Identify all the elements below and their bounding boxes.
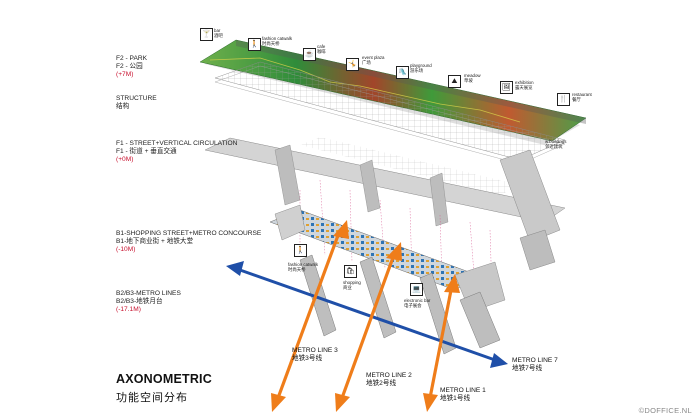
b1-tag-shopping: shopping 商业 [343, 280, 361, 290]
park-layer [199, 39, 587, 145]
metro-line-7-label: METRO LINE 7 地铁7号线 [512, 357, 558, 373]
level-name: F1 - STREET+VERTICAL CIRCULATION [116, 140, 238, 147]
level-label-b2: B2/B3-METRO LINES B2/B3-地铁月台 (-17.1M) [116, 290, 181, 314]
level-elevation: (+0M) [116, 156, 134, 163]
exhibition-icon: 🖼 [500, 81, 513, 94]
park-tag-meadow: meadow 草坡 [464, 73, 481, 83]
level-elevation: (-10M) [116, 246, 136, 253]
park-tag-catwalk: fashion catwalk 时尚天桥 [262, 36, 292, 46]
metro-en: METRO LINE 1 [440, 387, 486, 394]
level-name: B2/B3-METRO LINES [116, 290, 181, 297]
coffee-icon: ☕ [303, 48, 316, 61]
tag-cn: 餐厅 [572, 97, 581, 102]
restaurant-icon: 🍴 [557, 93, 570, 106]
metro-cn: 地铁3号线 [292, 355, 323, 362]
level-label-structure: STRUCTURE 结构 [116, 95, 157, 111]
event-plaza-icon: 🤸 [346, 58, 359, 71]
tag-en: electronic bar [404, 298, 431, 303]
diagram-title-cn: 功能空间分布 [116, 392, 188, 404]
park-tag-restaurant: restaurant 餐厅 [572, 92, 592, 102]
metro-line-7-arrow [226, 261, 508, 368]
metro-en: METRO LINE 2 [366, 372, 412, 379]
tag-en: cafe [317, 44, 326, 49]
level-label-f2: F2 - PARK F2 - 公园 (+7M) [116, 55, 147, 79]
metro-en: METRO LINE 3 [292, 347, 338, 354]
tag-en: w.buildings [545, 139, 567, 144]
tag-cn: 邻近建筑 [545, 144, 563, 149]
tag-cn: 露天展览 [515, 85, 533, 90]
metro-line-3-label: METRO LINE 3 地铁3号线 [292, 347, 338, 363]
level-label-f1: F1 - STREET+VERTICAL CIRCULATION F1 - 街道… [116, 140, 237, 164]
level-elevation: (-17.1M) [116, 306, 141, 313]
level-label-b1: B1-SHOPPING STREET+METRO CONCOURSE B1-地下… [116, 230, 261, 254]
park-tag-exhibition: exhibition 露天展览 [515, 80, 534, 90]
tag-cn: 时尚天桥 [262, 41, 280, 46]
tag-en: shopping [343, 280, 361, 285]
metro-line-arrows [271, 220, 460, 412]
f1-tag-buildings: w.buildings 邻近建筑 [545, 139, 566, 149]
tag-cn: 商业 [343, 285, 352, 290]
electronics-icon: 💻 [410, 283, 423, 296]
metro-line-2-label: METRO LINE 2 地铁2号线 [366, 372, 412, 388]
catwalk-icon: 🚶 [294, 244, 307, 257]
meadow-icon: ⛰ [448, 75, 461, 88]
tag-cn: 酒吧 [214, 33, 223, 38]
park-tag-cafe: cafe 咖啡 [317, 44, 326, 54]
level-name: B1-SHOPPING STREET+METRO CONCOURSE [116, 230, 262, 237]
tag-cn: 时尚天桥 [288, 267, 306, 272]
level-name-cn: B2/B3-地铁月台 [116, 298, 163, 305]
level-name-cn: 结构 [116, 103, 130, 110]
tag-cn: 咖啡 [317, 49, 326, 54]
park-tag-event-plaza: event plaza 广场 [362, 55, 384, 65]
cocktail-icon: 🍸 [200, 28, 213, 41]
b1-tag-catwalk: fashion catwalk 时尚天桥 [288, 262, 318, 272]
metro-line-1-label: METRO LINE 1 地铁1号线 [440, 387, 486, 403]
level-elevation: (+7M) [116, 71, 134, 78]
tag-en: exhibition [515, 80, 534, 85]
tag-en: restaurant [572, 92, 592, 97]
tag-cn: 广场 [362, 60, 371, 65]
metro-cn: 地铁1号线 [440, 395, 471, 402]
tag-en: playground [410, 63, 432, 68]
tag-cn: 草坡 [464, 78, 473, 83]
concourse-layer [269, 204, 506, 313]
diagram-title: AXONOMETRIC [116, 372, 212, 386]
playground-icon: 🛝 [396, 66, 409, 79]
park-tag-bar: bar 酒吧 [214, 28, 223, 38]
level-name-cn: F1 - 街道 + 垂直交通 [116, 148, 177, 155]
street-layer [204, 137, 566, 271]
park-tag-playground: playground 游乐场 [410, 63, 432, 73]
metro-en: METRO LINE 7 [512, 357, 558, 364]
b1-tag-electronics: electronic bar 电子展会 [404, 298, 430, 308]
catwalk-icon: 🚶 [248, 38, 261, 51]
level-name-cn: F2 - 公园 [116, 63, 143, 70]
tag-en: meadow [464, 73, 481, 78]
metro-cn: 地铁2号线 [366, 380, 397, 387]
tag-en: fashion catwalk [288, 262, 319, 267]
level-name-cn: B1-地下商业街 + 地铁大堂 [116, 238, 194, 245]
tag-cn: 电子展会 [404, 303, 422, 308]
level-name: STRUCTURE [116, 95, 157, 102]
tag-en: fashion catwalk [262, 36, 293, 41]
tag-cn: 游乐场 [410, 68, 424, 73]
tag-en: event plaza [362, 55, 385, 60]
level-name: F2 - PARK [116, 55, 148, 62]
metro-cn: 地铁7号线 [512, 365, 543, 372]
shopping-bag-icon: 🛍 [344, 265, 357, 278]
tag-en: bar [214, 28, 221, 33]
credit-watermark: ©DOFFICE.NL [638, 406, 692, 415]
structure-layer [214, 61, 566, 165]
